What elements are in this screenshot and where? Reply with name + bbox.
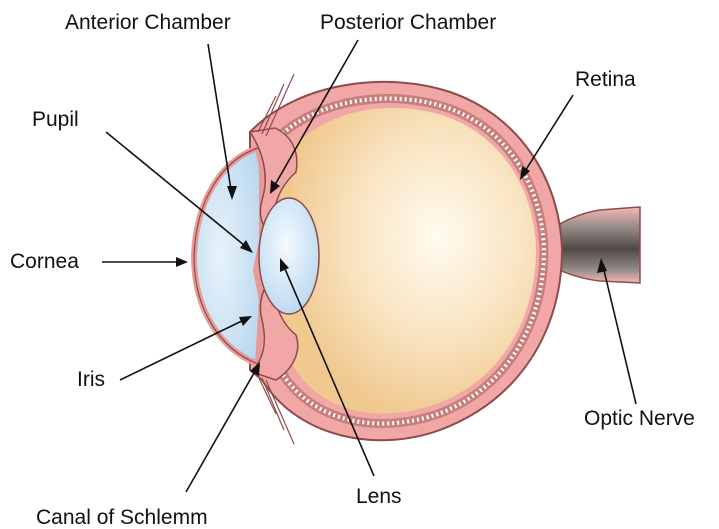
lens bbox=[259, 198, 319, 314]
label-anterior-chamber: Anterior Chamber bbox=[65, 11, 231, 34]
label-iris: Iris bbox=[77, 368, 105, 391]
label-pupil: Pupil bbox=[32, 108, 79, 131]
label-canal-of-schlemm: Canal of Schlemm bbox=[36, 506, 208, 529]
label-lens: Lens bbox=[356, 485, 402, 508]
label-optic-nerve: Optic Nerve bbox=[584, 407, 695, 430]
label-cornea: Cornea bbox=[10, 250, 79, 273]
label-retina: Retina bbox=[575, 68, 636, 91]
label-posterior-chamber: Posterior Chamber bbox=[320, 11, 496, 34]
arrowhead-cornea bbox=[176, 257, 188, 267]
cornea bbox=[194, 148, 262, 364]
leader-optic-nerve bbox=[602, 262, 636, 404]
leader-canal-of-schlemm bbox=[186, 366, 258, 492]
leader-retina bbox=[522, 95, 573, 176]
